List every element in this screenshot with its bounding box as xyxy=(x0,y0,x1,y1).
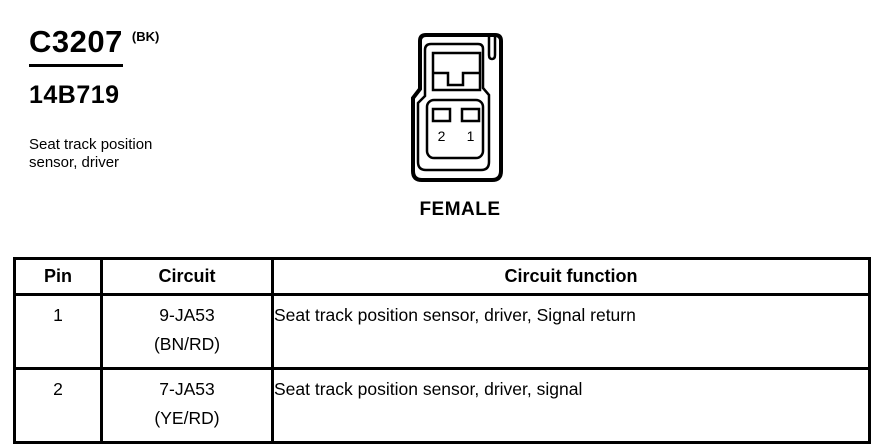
circuit-function-cell: Seat track position sensor, driver, Sign… xyxy=(271,293,871,370)
connector-description-line1: Seat track position xyxy=(29,136,153,153)
connector-description: Seat track position sensor, driver xyxy=(29,136,159,172)
connector-face-icon: 2 1 xyxy=(411,33,503,182)
table-row: 1 9-JA53 (BN/RD) Seat track position sen… xyxy=(13,293,871,370)
wire-color: (BN/RD) xyxy=(153,334,221,354)
part-number: 14B719 xyxy=(29,81,120,109)
col-header-circuit-function: Circuit function xyxy=(271,257,871,296)
connector-id: C3207 xyxy=(29,26,123,67)
connector-outer-outline xyxy=(411,33,503,182)
wire-color: (YE/RD) xyxy=(154,408,220,428)
pin-cell: 2 xyxy=(13,367,103,444)
circuit-cell: 7-JA53 (YE/RD) xyxy=(100,367,274,444)
table-header-row: Pin Circuit Circuit function xyxy=(13,257,871,296)
circuit-code: 9-JA53 xyxy=(159,305,215,325)
connector-keyway-notch xyxy=(433,71,480,87)
pin-2-number: 2 xyxy=(438,128,446,144)
identification-block: C3207 (BK) 14B719 Seat track position sen… xyxy=(29,26,159,172)
pin-cell: 1 xyxy=(13,293,103,370)
connector-id-row: C3207 (BK) xyxy=(29,26,159,67)
col-header-pin: Pin xyxy=(13,257,103,296)
connector-diagram: 2 1 xyxy=(400,25,520,195)
connector-pin-cavity xyxy=(425,98,485,160)
pin-2-slot xyxy=(431,107,452,123)
pinout-table: Pin Circuit Circuit function 1 9-JA53 (B… xyxy=(13,257,871,444)
connector-gender-label: FEMALE xyxy=(419,199,501,220)
pin-1-slot xyxy=(460,107,481,123)
connector-description-line2: sensor, driver xyxy=(29,154,120,171)
pin-1-number: 1 xyxy=(467,128,475,144)
circuit-code: 7-JA53 xyxy=(159,379,215,399)
connector-keyway-box xyxy=(431,51,482,92)
connector-inner-outline xyxy=(416,42,491,172)
col-header-circuit: Circuit xyxy=(100,257,274,296)
table-row: 2 7-JA53 (YE/RD) Seat track position sen… xyxy=(13,367,871,444)
connector-latch-groove xyxy=(487,37,497,61)
circuit-function-cell: Seat track position sensor, driver, sign… xyxy=(271,367,871,444)
circuit-cell: 9-JA53 (BN/RD) xyxy=(100,293,274,370)
connector-color-code: (BK) xyxy=(131,29,160,44)
